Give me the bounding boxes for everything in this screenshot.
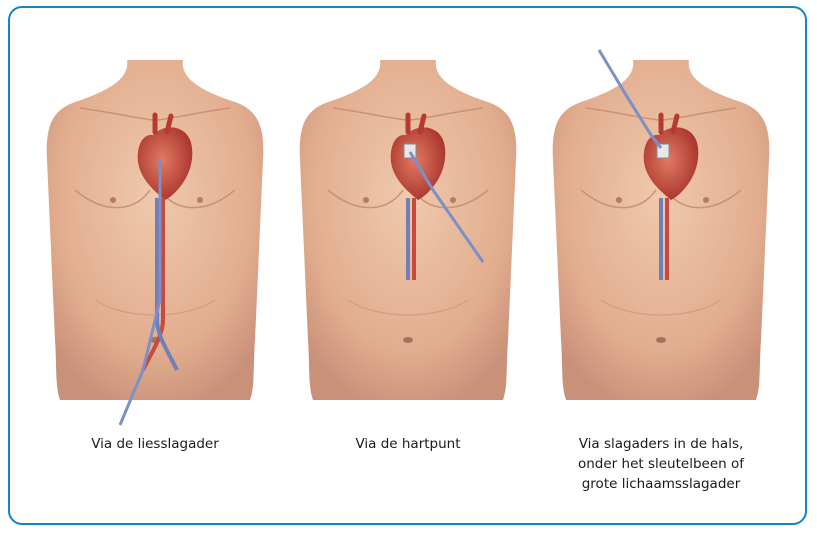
caption-neck-line-1: Via slagaders in de hals,	[541, 434, 781, 454]
torso-groin-svg	[35, 40, 275, 430]
caption-apex: Via de hartpunt	[288, 434, 528, 454]
caption-groin: Via de liesslagader	[35, 434, 275, 454]
navel	[403, 337, 413, 343]
navel	[656, 337, 666, 343]
torso-illustration-groin	[35, 40, 275, 430]
valve-implant	[404, 144, 416, 158]
caption-neck-line-3: grote lichaamsslagader	[541, 474, 781, 494]
torso-neck-svg	[541, 40, 781, 430]
caption-neck-line-2: onder het sleutelbeen of	[541, 454, 781, 474]
nipple-left	[110, 197, 116, 203]
nipple-left	[616, 197, 622, 203]
nipple-left	[363, 197, 369, 203]
nipple-right	[703, 197, 709, 203]
torso-illustration-neck	[541, 40, 781, 430]
nipple-right	[197, 197, 203, 203]
nipple-right	[450, 197, 456, 203]
torso-apex-svg	[288, 40, 528, 430]
torso-illustration-apex	[288, 40, 528, 430]
caption-neck: Via slagaders in de hals, onder het sleu…	[541, 434, 781, 494]
